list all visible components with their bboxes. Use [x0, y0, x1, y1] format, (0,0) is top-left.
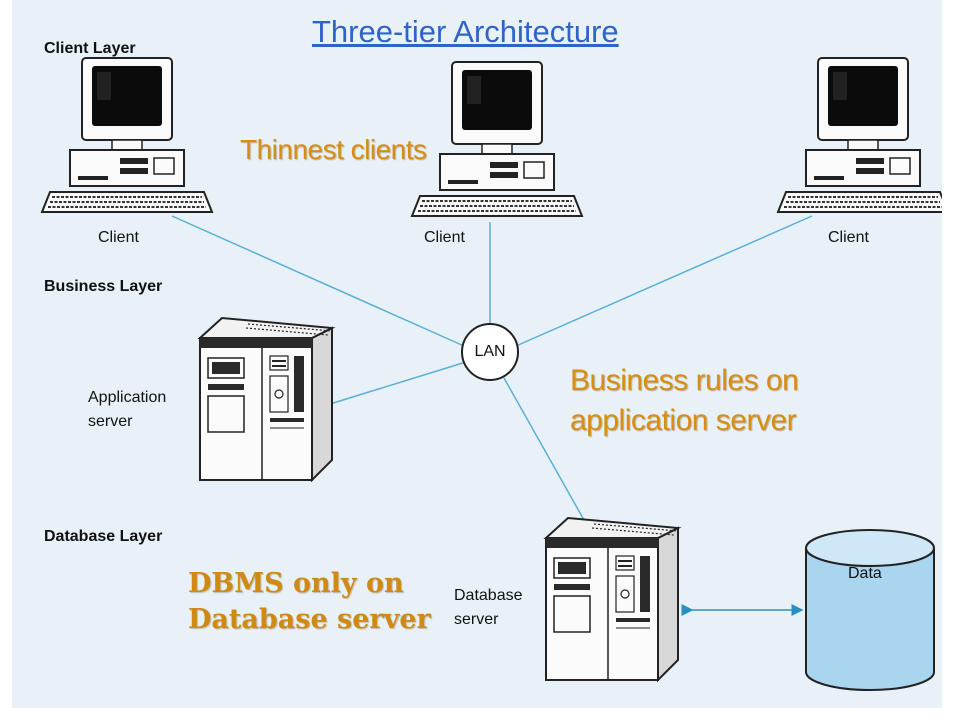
link-client-right	[515, 215, 813, 347]
database-server-icon	[545, 517, 679, 681]
application-server-label-line2: server	[88, 413, 133, 430]
note-dbms-line2: Database server	[188, 604, 431, 635]
note-dbms-line1: DBMS only on	[188, 568, 404, 599]
link-client-left	[171, 215, 465, 347]
database-layer-label: Database Layer	[44, 528, 163, 545]
database-server-label-line1: Database	[454, 587, 523, 604]
lan-hub-icon	[461, 323, 519, 381]
link-app-server	[329, 361, 467, 405]
client-right-label: Client	[828, 229, 869, 246]
diagram-graphics	[41, 57, 942, 691]
data-store-icon	[805, 529, 935, 691]
client-computer-left-icon	[41, 57, 213, 213]
page-title: Three-tier Architecture	[312, 14, 619, 49]
database-server-label-line2: server	[454, 611, 499, 628]
application-server-icon	[199, 317, 333, 481]
connector-lines	[171, 215, 813, 616]
lan-label: LAN	[474, 343, 506, 360]
business-layer-label: Business Layer	[44, 278, 163, 295]
diagram-canvas: Three-tier Architecture Client Layer Bus…	[12, 0, 942, 708]
client-layer-label: Client Layer	[44, 40, 136, 57]
link-db-server	[503, 377, 585, 521]
client-middle-label: Client	[424, 229, 465, 246]
client-computer-middle-icon	[411, 61, 583, 217]
note-business-rules-line2: application server	[570, 404, 797, 437]
application-server-label-line1: Application	[88, 389, 167, 406]
note-business-rules-line1: Business rules on	[570, 364, 799, 397]
client-computer-right-icon	[777, 57, 942, 213]
client-left-label: Client	[98, 229, 139, 246]
data-label: Data	[848, 565, 882, 582]
note-thinnest-clients: Thinnest clients	[240, 134, 427, 165]
